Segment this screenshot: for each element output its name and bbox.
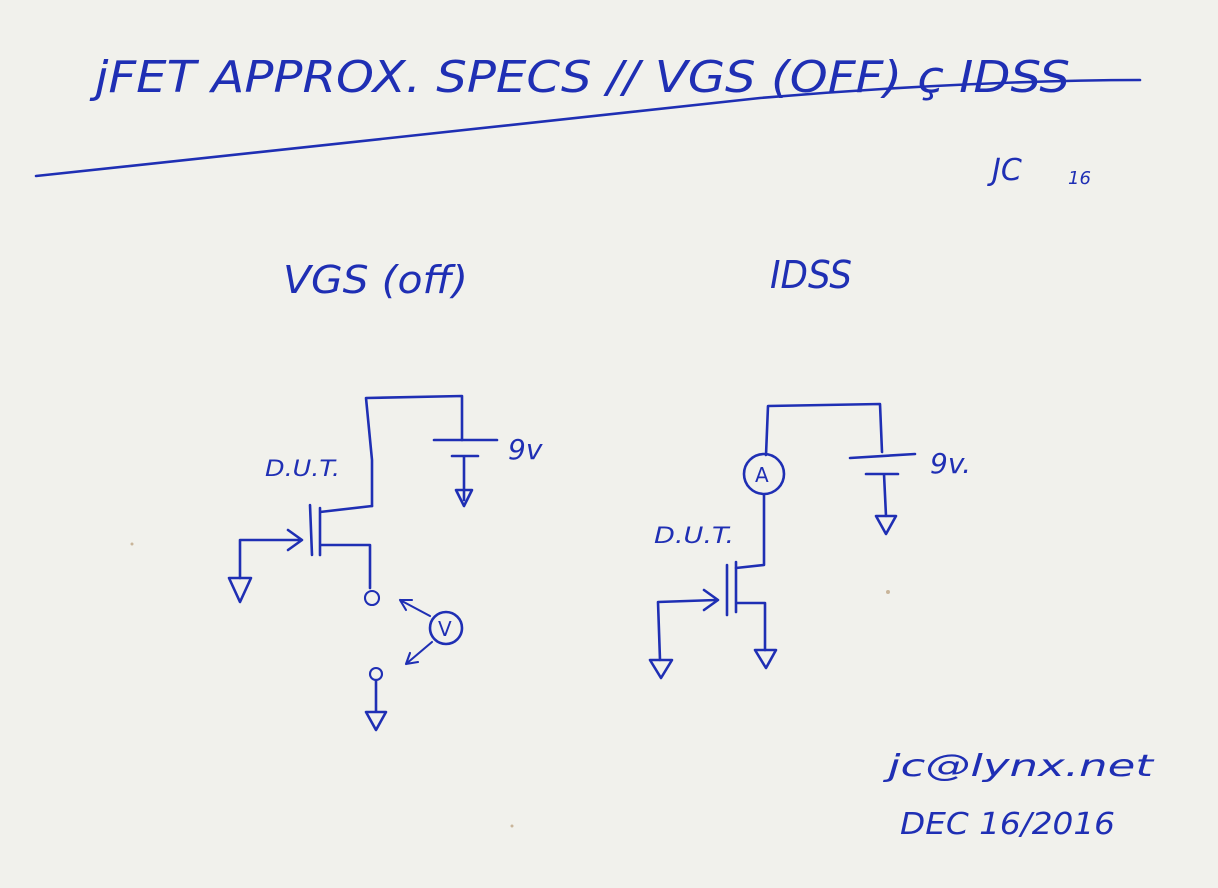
idss-heading: IDSS: [770, 253, 852, 297]
vgs-off-battery-label: 9v: [508, 433, 543, 466]
idss-jfet-icon: [725, 560, 767, 652]
contact-date: DEC 16/2016: [900, 807, 1115, 842]
vgs-off-gate-ground-icon: [227, 576, 253, 604]
ammeter-symbol: A: [755, 463, 769, 487]
title-underline: [34, 78, 1142, 178]
contact-email: jc@lynx.net: [882, 749, 1155, 784]
page-title: jFET APPROX. SPECS // VGS (OFF) ç IDSS: [90, 52, 1070, 103]
voltmeter-symbol: V: [438, 617, 452, 641]
vgs-off-terminal-bottom: [368, 666, 384, 682]
voltmeter-probe-top-icon: [398, 598, 432, 618]
vgs-off-gate-arrow-icon: [238, 528, 304, 580]
vgs-off-terminal-top: [363, 589, 381, 607]
idss-top-wire: [764, 402, 884, 457]
paper-speck: [886, 590, 890, 594]
vgs-off-dut-label: D.U.T.: [265, 457, 340, 482]
idss-source-ground-icon: [753, 648, 778, 670]
vgs-off-drain-wire: [364, 394, 464, 508]
vgs-off-battery-icon: [432, 438, 499, 502]
vgs-off-bottom-ground-icon: [364, 678, 388, 732]
signature-initials: JC: [987, 153, 1022, 188]
idss-battery-label: 9v.: [930, 447, 971, 480]
signature-number: 16: [1068, 168, 1091, 189]
paper-speck: [130, 542, 134, 546]
paper-speck: [510, 824, 514, 828]
idss-gate-ground-icon: [648, 658, 674, 680]
vgs-off-battery-ground-icon: [454, 488, 474, 508]
idss-battery-ground-icon: [874, 514, 898, 536]
vgs-off-jfet-icon: [308, 503, 374, 590]
idss-circuit: IDSS D.U.T. 9v. A: [648, 253, 971, 680]
idss-battery-icon: [848, 452, 917, 518]
contact-block: jc@lynx.net DEC 16/2016: [882, 749, 1155, 842]
vgs-off-heading: VGS (off): [283, 258, 468, 302]
voltmeter-probe-bottom-icon: [404, 640, 434, 666]
signature: JC 16: [987, 153, 1091, 189]
idss-gate-arrow-icon: [656, 588, 720, 662]
idss-dut-label: D.U.T.: [654, 524, 734, 549]
vgs-off-circuit: VGS (off) D.U.T. 9v V: [227, 258, 543, 732]
ammeter-drain-wire: [734, 493, 766, 570]
voltmeter-icon: [428, 610, 464, 646]
